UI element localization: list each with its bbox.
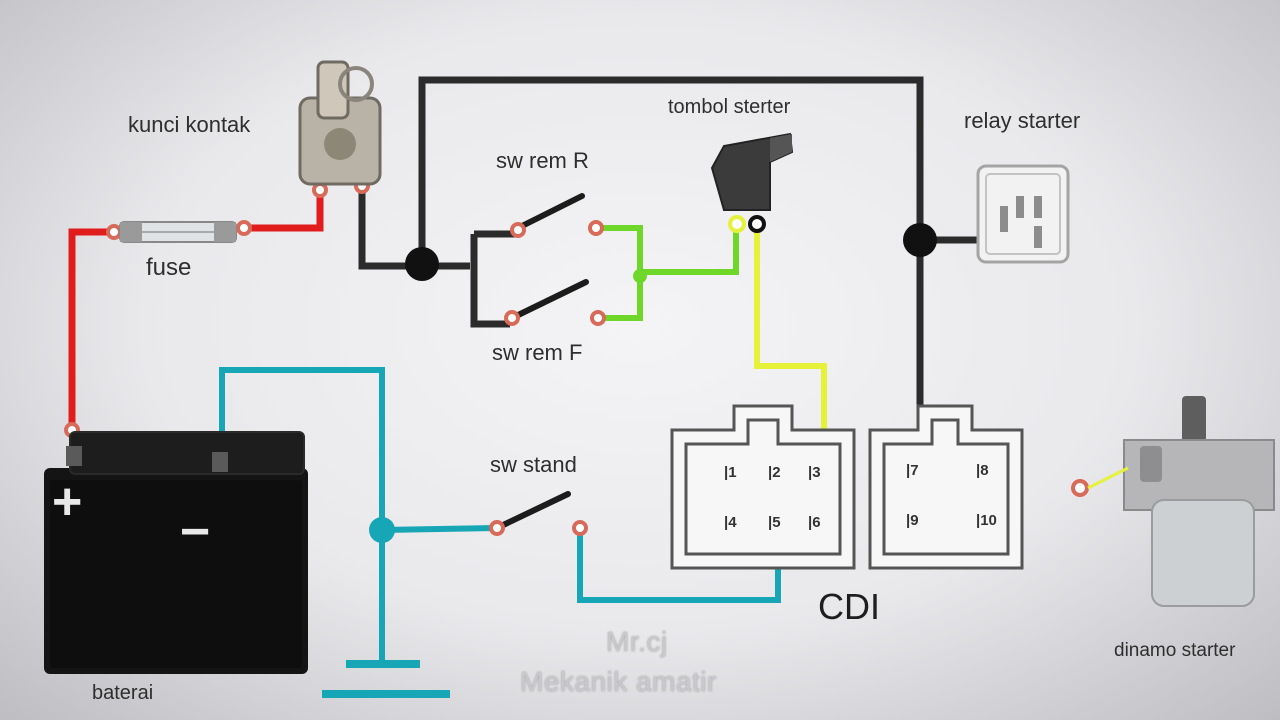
junction-dot [903,223,937,257]
cdi-pin-9: |9 [906,512,919,529]
common-wire [358,76,990,460]
watermark-channel: Mekanik amatir [520,666,717,697]
positive-wire [68,190,324,430]
cdi-connector-right [868,404,1024,570]
cdi-label: CDI [818,586,880,627]
fuse-icon [119,221,237,243]
cdi-pin-3: |3 [808,464,821,481]
cdi-pin-10: |10 [976,512,997,529]
cdi-pin-6: |6 [808,514,821,531]
starter-button-icon [710,132,794,233]
cdi-pin-5: |5 [768,514,781,531]
front-brake-switch-label: sw rem F [492,340,583,365]
starter-motor-icon [1087,396,1275,607]
ignition-key-label: kunci kontak [128,112,251,137]
brake-switch-wire [598,225,739,321]
fuse-label: fuse [146,254,192,281]
junction-dot [405,247,439,281]
rear-brake-switch-label: sw rem R [496,148,589,173]
cdi-connector-left [670,404,856,570]
watermark-author: Mr.cj [606,626,668,657]
cdi-pin-4: |4 [724,514,737,531]
side-stand-switch-label: sw stand [490,452,577,477]
relay-label: relay starter [964,108,1081,133]
starter-signal-wire [754,226,827,450]
junction-dot [369,517,395,543]
starter-motor-label: dinamo starter [1114,640,1236,661]
ignition-key-icon [298,60,382,186]
cdi-pin-7: |7 [906,462,919,479]
switch-levers [494,193,589,531]
junction-dot [633,269,647,283]
cdi-pin-2: |2 [768,464,781,481]
battery-positive-symbol: + [52,473,83,531]
relay-icon [976,164,1070,264]
cdi-pin-8: |8 [976,462,989,479]
starter-button-label: tombol sterter [668,96,791,118]
battery-icon [44,431,308,674]
cdi-pin-1: |1 [724,464,737,481]
battery-label: baterai [92,682,154,704]
battery-negative-symbol: − [180,503,211,561]
